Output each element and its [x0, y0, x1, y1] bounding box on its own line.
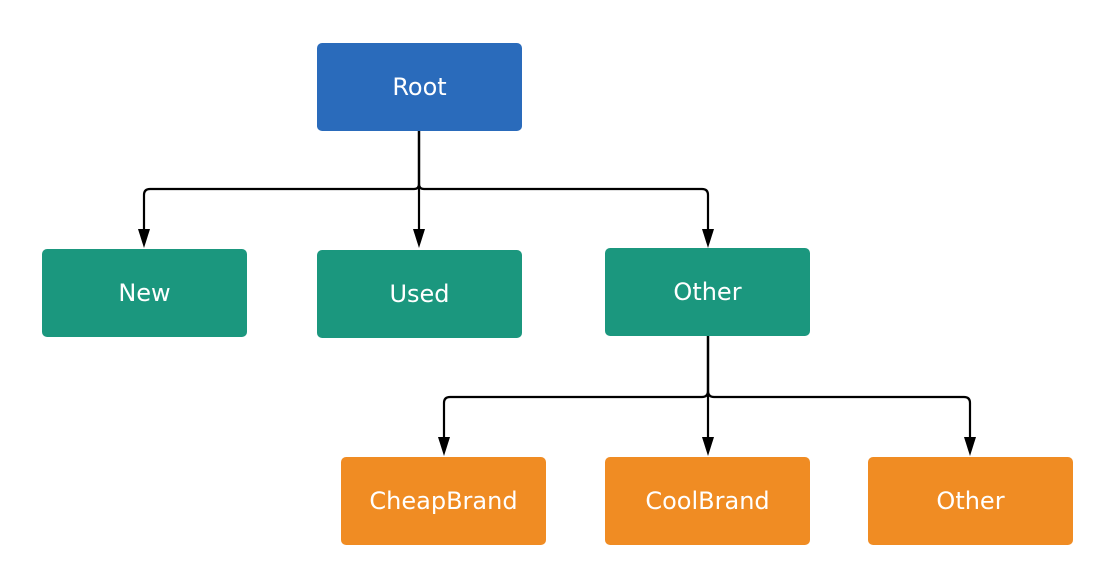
node-other-label: Other: [673, 278, 742, 306]
node-other-leaf-label: Other: [936, 487, 1005, 515]
node-other-leaf: Other: [868, 457, 1073, 545]
node-root-label: Root: [392, 73, 447, 101]
arrowhead-coolbrand: [702, 437, 714, 456]
arrowhead-used: [413, 229, 425, 248]
edge-root-to-new: [142, 130, 421, 232]
node-new: New: [42, 249, 247, 337]
node-other: Other: [605, 248, 810, 336]
arrowhead-new: [138, 229, 150, 248]
node-cheapbrand-label: CheapBrand: [369, 487, 518, 515]
node-used: Used: [317, 250, 522, 338]
node-coolbrand-label: CoolBrand: [645, 487, 770, 515]
node-used-label: Used: [389, 280, 450, 308]
other-connectors: [442, 336, 972, 440]
other-arrowheads: [438, 437, 976, 456]
arrowhead-other-leaf: [964, 437, 976, 456]
arrowhead-cheapbrand: [438, 437, 450, 456]
node-coolbrand: CoolBrand: [605, 457, 810, 545]
arrowhead-other: [702, 229, 714, 248]
edge-other-to-other: [706, 336, 972, 440]
node-cheapbrand: CheapBrand: [341, 457, 546, 545]
node-new-label: New: [118, 279, 171, 307]
root-connectors: [142, 130, 710, 232]
root-arrowheads: [138, 229, 714, 248]
node-root: Root: [317, 43, 522, 131]
edge-root-to-other: [417, 130, 710, 232]
edge-other-to-cheapbrand: [442, 336, 710, 440]
